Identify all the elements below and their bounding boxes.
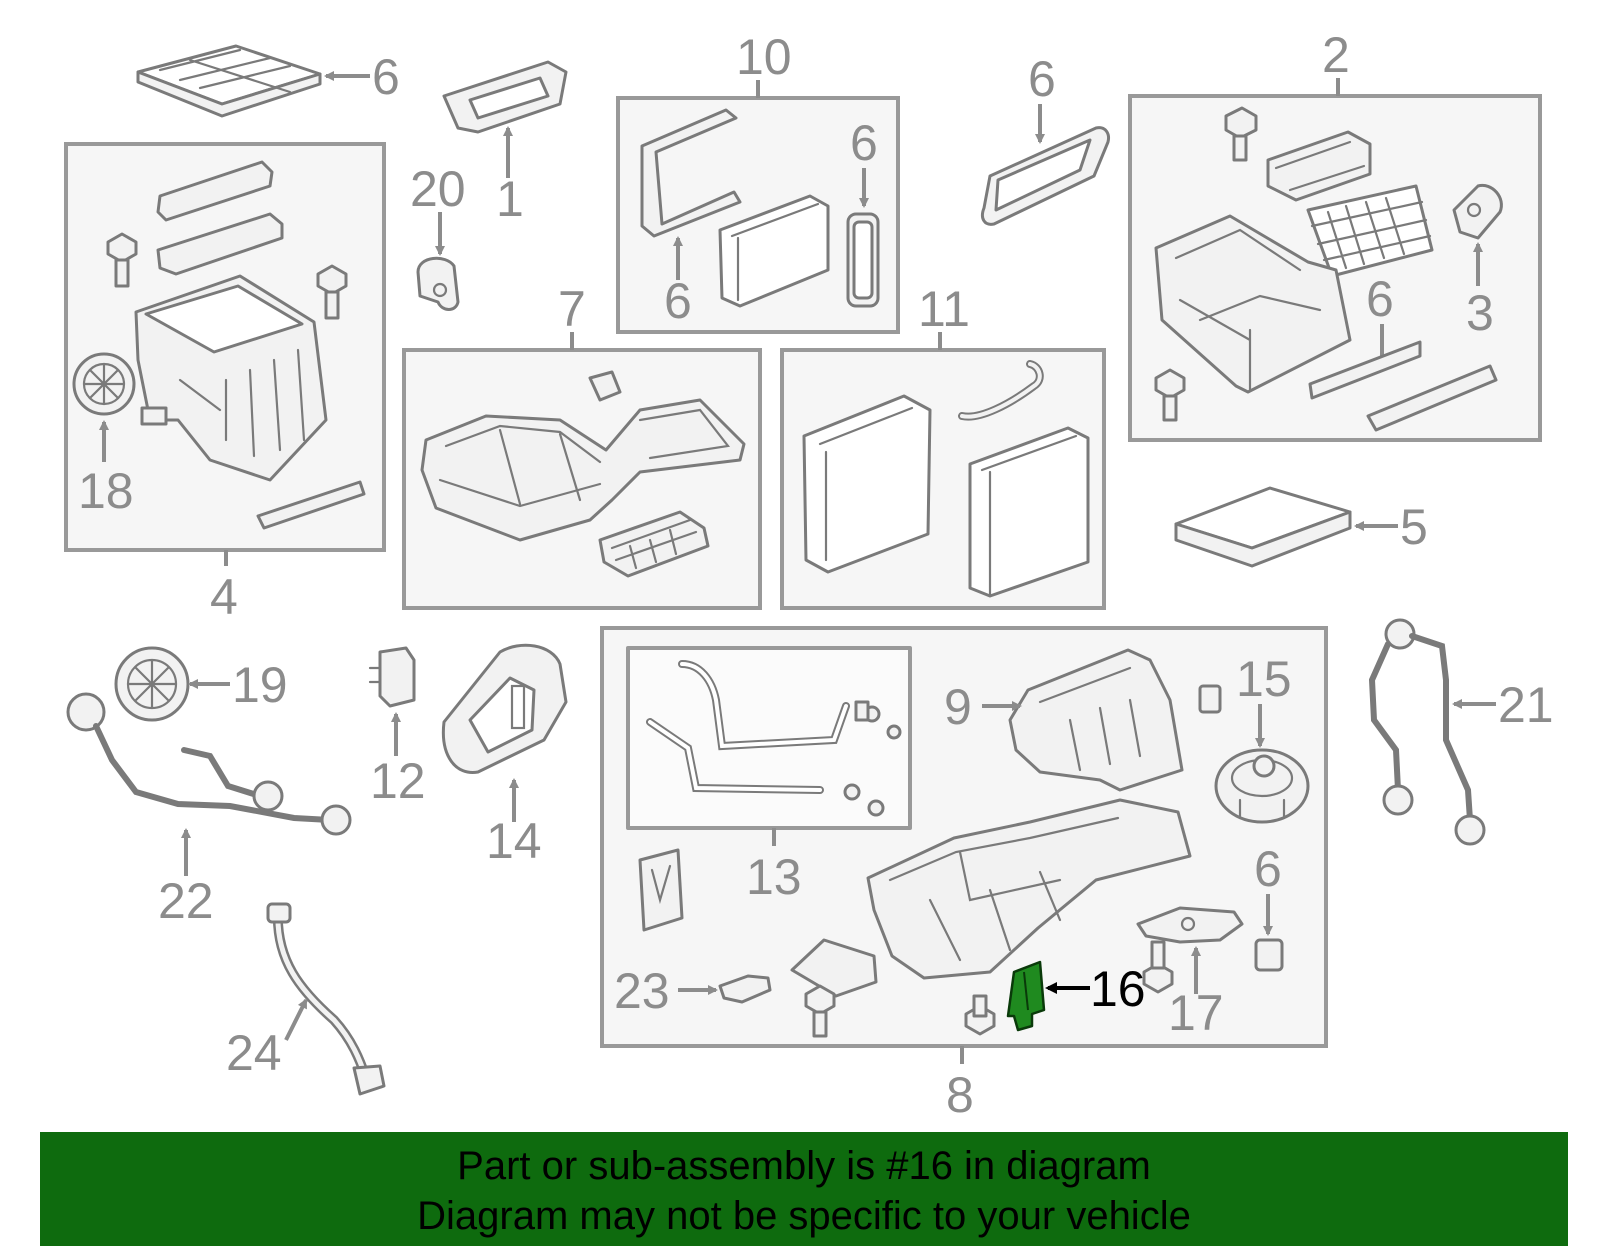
part-label: 6: [1254, 841, 1282, 897]
part-label: 10: [736, 29, 792, 85]
sensor-icon: [718, 974, 772, 1004]
bolt-icon: [316, 264, 348, 320]
hvac-case-icon: [1008, 648, 1184, 792]
blower-resistor-icon: [1006, 960, 1046, 1032]
clip-icon: [1254, 938, 1284, 972]
lower-case-icon: [866, 798, 1192, 980]
part-label: 6: [1028, 51, 1056, 107]
part-label: 19: [232, 657, 288, 713]
part-label: 18: [78, 463, 134, 519]
part-label: 7: [558, 281, 586, 337]
part-label: 17: [1168, 985, 1224, 1041]
part-label: 22: [158, 873, 214, 929]
bolt-icon: [1154, 368, 1186, 422]
arrow-icon: [284, 998, 308, 1041]
part-label-highlighted: 16: [1090, 961, 1146, 1017]
banner-line-2: Diagram may not be specific to your vehi…: [417, 1194, 1191, 1238]
part-label: 2: [1322, 27, 1350, 83]
part-label: 9: [944, 679, 972, 735]
evaporator-core-icon: [718, 194, 830, 308]
wire-harness-icon: [66, 692, 352, 836]
bolt-icon: [804, 984, 836, 1038]
info-banner: Part or sub-assembly is #16 in diagram D…: [40, 1132, 1568, 1246]
sensor-icon: [368, 646, 416, 708]
evaporator-core-icon: [968, 426, 1090, 598]
wire-harness-icon: [1368, 618, 1486, 846]
actuator-icon: [1136, 906, 1244, 944]
part-label: 21: [1498, 677, 1554, 733]
part-label: 6: [372, 49, 400, 105]
part-label: 6: [664, 273, 692, 329]
pipe-icon: [958, 360, 1044, 421]
duct-icon: [156, 160, 274, 222]
seal-strip-icon: [256, 480, 366, 530]
hvac-case-icon: [134, 274, 328, 482]
ac-line-icon: [646, 660, 902, 817]
cabin-filter-icon: [1174, 486, 1352, 568]
part-label: 15: [1236, 651, 1292, 707]
damper-icon: [140, 406, 168, 426]
part-label: 6: [1366, 271, 1394, 327]
part-label: 23: [614, 963, 670, 1019]
bolt-icon: [1142, 940, 1174, 994]
part-label: 12: [370, 753, 426, 809]
duct-icon: [442, 60, 568, 134]
part-label: 13: [746, 849, 802, 905]
seal-strip-icon: [1366, 364, 1498, 432]
seal-icon: [846, 212, 880, 308]
blower-wheel-icon: [72, 352, 136, 416]
actuator-icon: [1452, 183, 1503, 240]
clip-icon: [416, 256, 460, 311]
seal-strip-icon: [1308, 340, 1422, 400]
blower-motor-icon: [1214, 748, 1310, 824]
part-label: 6: [850, 115, 878, 171]
bolt-icon: [964, 994, 996, 1036]
bracket-icon: [638, 848, 684, 932]
heater-core-icon: [802, 394, 932, 574]
seal-icon: [980, 126, 1110, 226]
part-label: 24: [226, 1025, 282, 1081]
part-label: 5: [1400, 499, 1428, 555]
hose-icon: [266, 902, 386, 1096]
filter-screen-icon: [1306, 184, 1434, 278]
part-label: 8: [946, 1067, 974, 1123]
seal-plate-icon: [441, 643, 568, 774]
part-label: 11: [918, 281, 970, 337]
part-label: 14: [486, 813, 542, 869]
part-label: 20: [410, 161, 466, 217]
duct-icon: [156, 212, 284, 276]
part-label: 1: [496, 171, 524, 227]
clip-icon: [1198, 684, 1222, 714]
duct-icon: [1266, 130, 1372, 202]
part-label: 4: [210, 569, 238, 625]
door-icon: [598, 510, 710, 578]
blower-housing-icon: [1154, 214, 1352, 394]
seal-icon: [640, 108, 742, 238]
banner-line-1: Part or sub-assembly is #16 in diagram: [457, 1144, 1151, 1188]
part-label: 3: [1466, 285, 1494, 341]
bolt-icon: [106, 232, 138, 288]
clip-icon: [588, 370, 622, 402]
lower-case-icon: [420, 398, 746, 542]
bolt-icon: [1224, 106, 1258, 162]
blower-wheel-icon: [114, 646, 190, 722]
cabin-filter-icon: [136, 44, 322, 118]
